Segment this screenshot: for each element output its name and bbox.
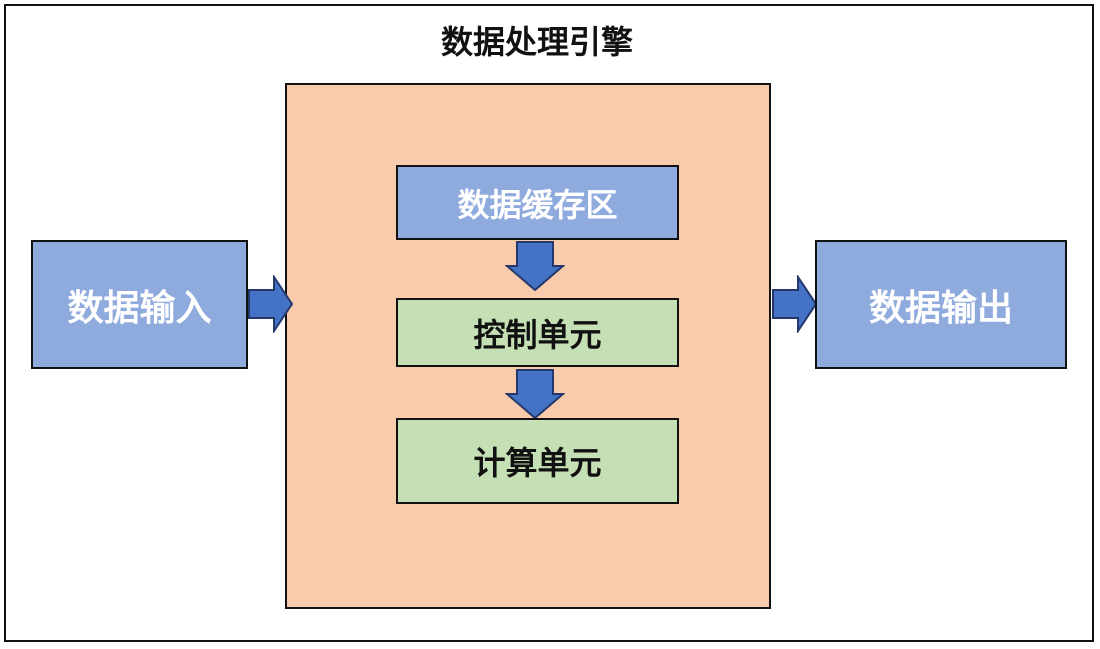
node-data-input: 数据输入 <box>31 240 248 369</box>
down-arrow-icon-control-to-compute <box>505 369 565 419</box>
node-control-unit: 控制单元 <box>396 298 679 367</box>
node-data-output: 数据输出 <box>815 240 1067 369</box>
node-data-output-label: 数据输出 <box>868 286 1013 328</box>
right-arrow-icon-engine-to-output <box>772 275 818 333</box>
diagram-title: 数据处理引擎 <box>440 24 633 60</box>
node-data-input-label: 数据输入 <box>67 286 212 328</box>
right-arrow-icon-input-to-engine <box>248 275 294 333</box>
down-arrow-icon-buffer-to-control <box>505 241 565 291</box>
node-compute-unit-label: 计算单元 <box>473 445 602 481</box>
node-compute-unit: 计算单元 <box>396 418 679 504</box>
node-control-unit-label: 控制单元 <box>473 316 602 353</box>
node-data-buffer-label: 数据缓存区 <box>457 186 618 223</box>
node-data-buffer: 数据缓存区 <box>396 165 679 240</box>
